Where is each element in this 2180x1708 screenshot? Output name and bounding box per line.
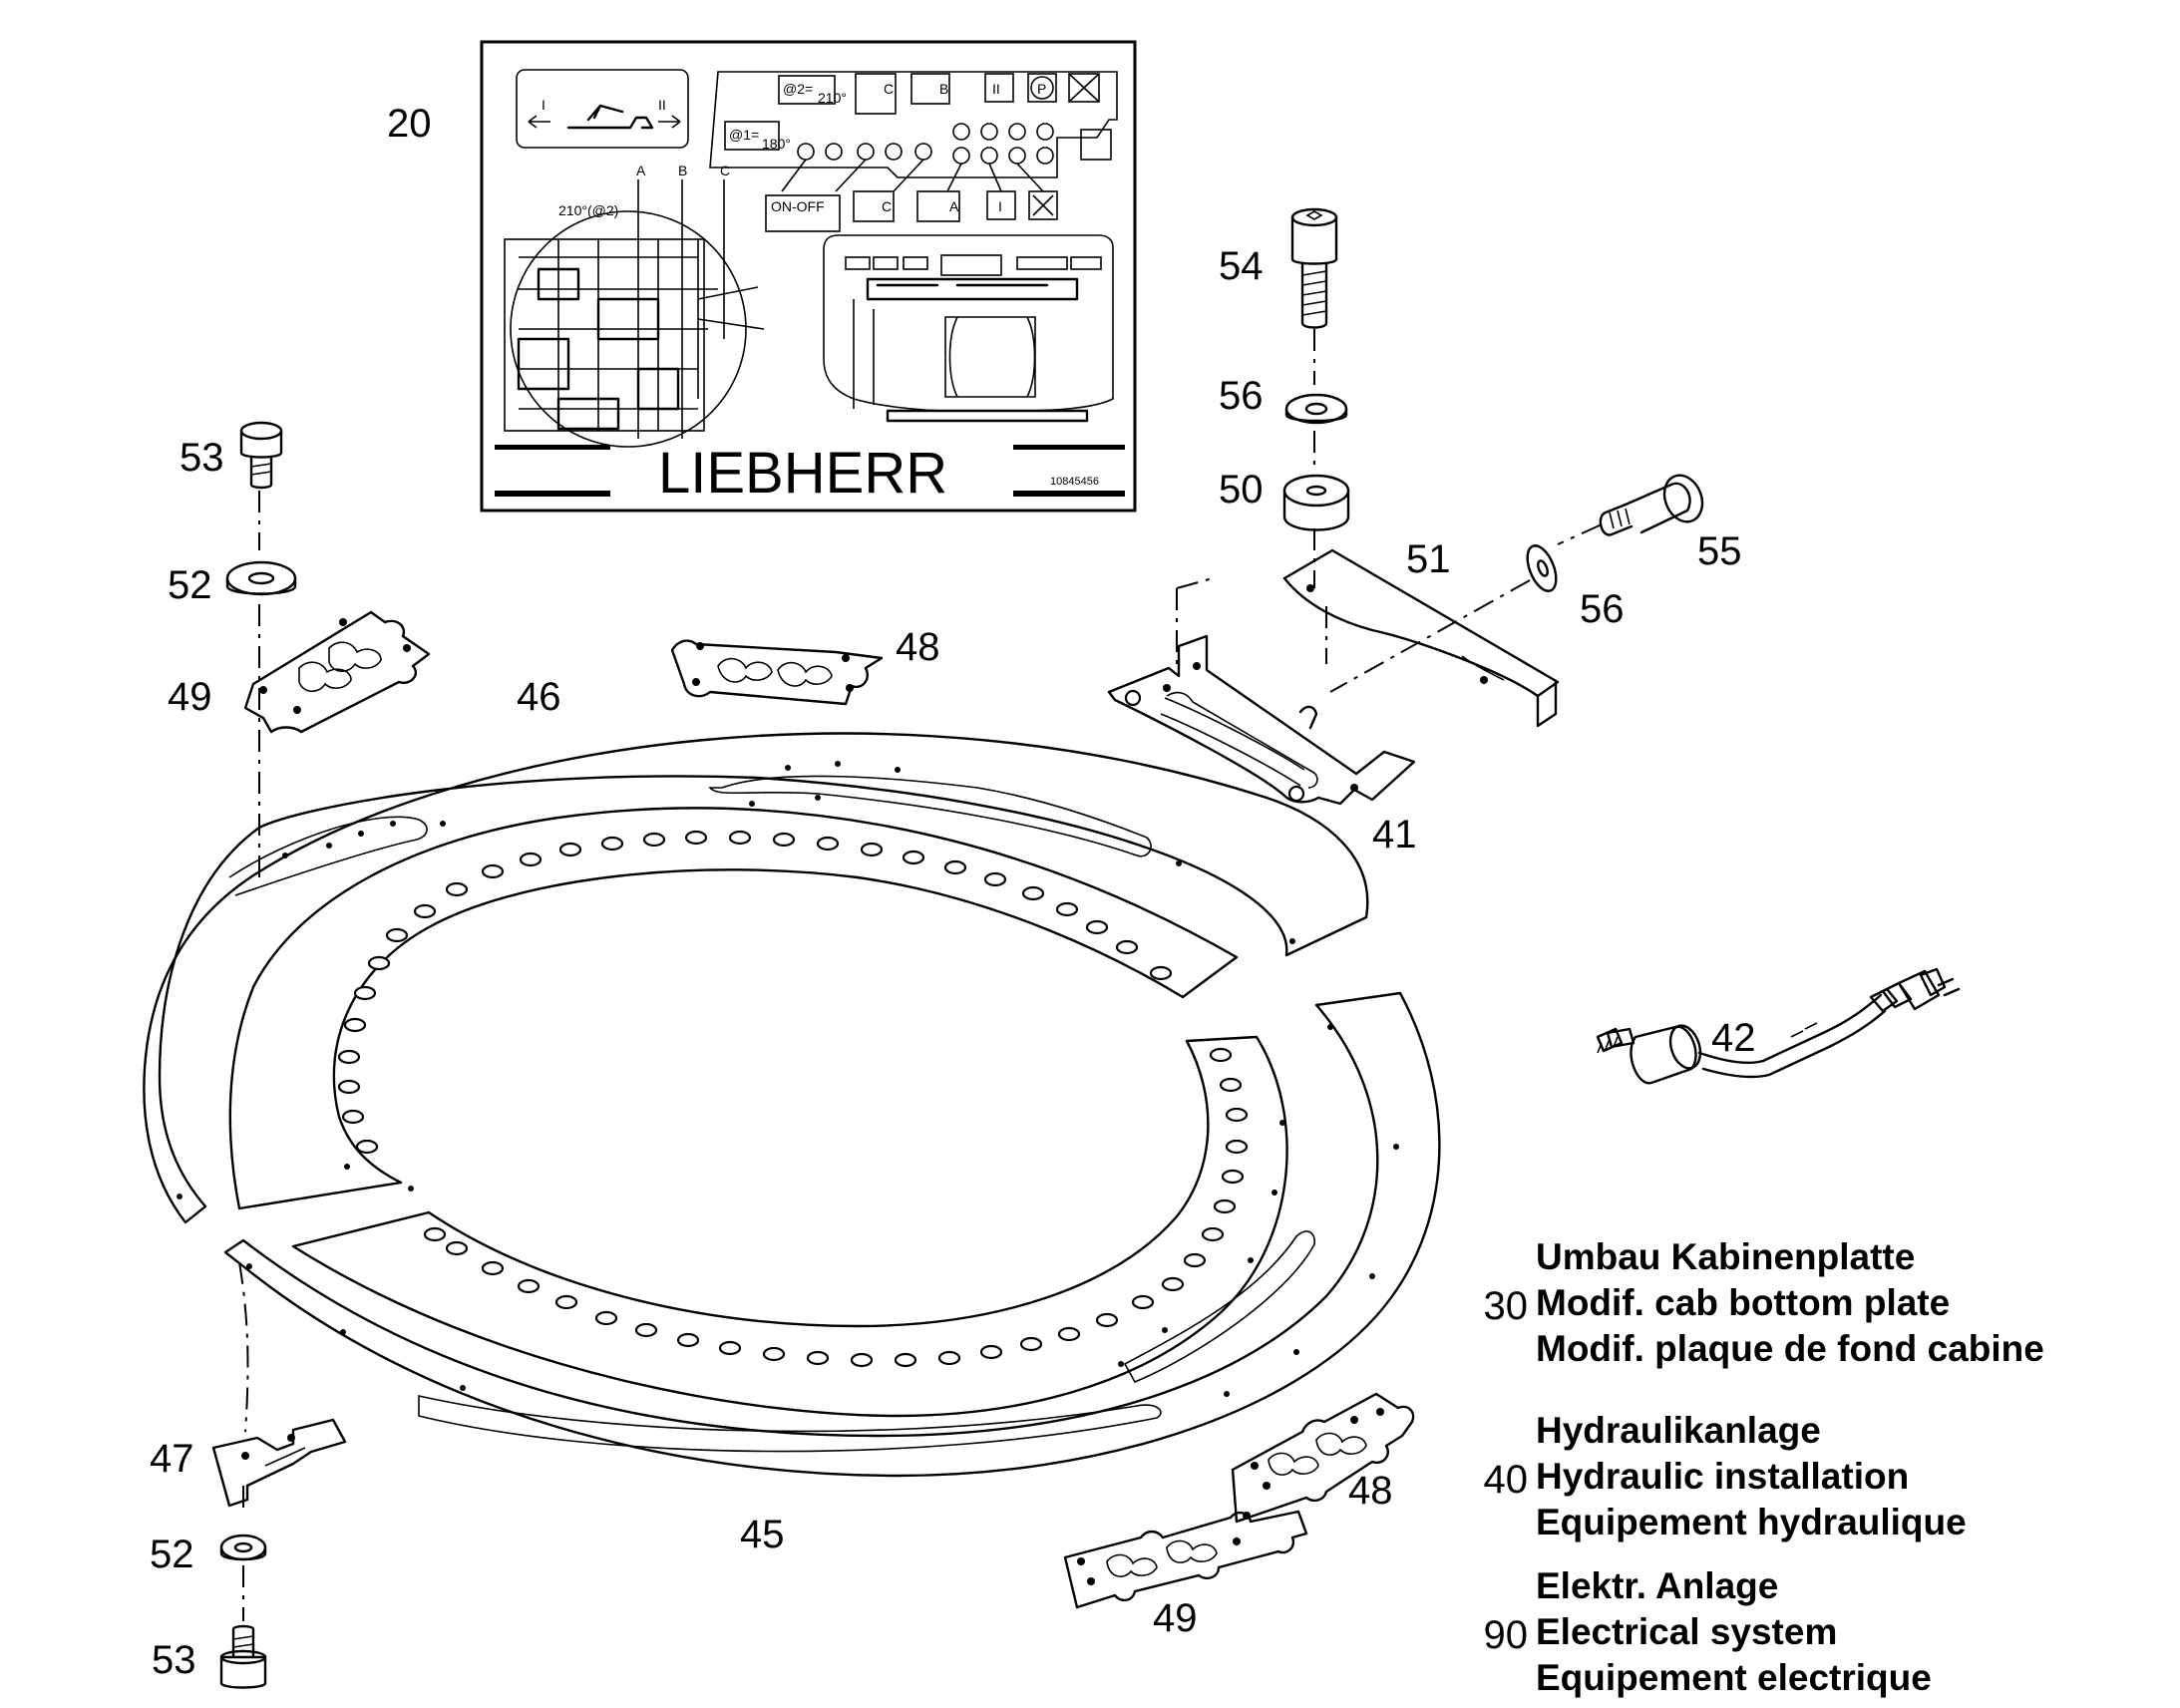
bolt-54 [1290, 207, 1338, 329]
brand-name: LIEBHERR [658, 441, 947, 506]
svg-text:A: A [636, 163, 646, 178]
washer-56-upper [1284, 393, 1348, 425]
svg-text:I: I [998, 198, 1002, 214]
callout-42: 42 [1711, 1016, 1756, 1060]
legend-line-fr: Equipement hydraulique [1536, 1502, 1967, 1542]
bolt-53-lower [219, 1624, 267, 1689]
decal-panel: I II @2= 210° @1= 180° C B II P ON-OFF [480, 40, 1137, 512]
svg-text:C: C [884, 81, 894, 97]
svg-text:210°: 210° [818, 90, 847, 106]
callout-20: 20 [387, 102, 432, 146]
legend-line-de: Elektr. Anlage [1536, 1565, 1779, 1606]
ring-plate-45 [223, 991, 1441, 1478]
callout-56-side: 56 [1580, 587, 1625, 631]
callout-55: 55 [1697, 529, 1742, 573]
legend-line-en: Hydraulic installation [1536, 1456, 1910, 1497]
callout-51: 51 [1406, 537, 1451, 581]
legend-line-de: Umbau Kabinenplatte [1536, 1236, 1916, 1277]
callout-53-lower: 53 [152, 1638, 196, 1682]
decal-part-number: 10845456 [1050, 476, 1099, 488]
clip-47 [211, 1418, 347, 1508]
excavator-icon [566, 104, 654, 130]
legend-line-fr: Equipement electrique [1536, 1657, 1932, 1698]
shim-48-upper [670, 639, 884, 706]
legend-line-en: Electrical system [1536, 1611, 1838, 1652]
svg-text:C: C [882, 198, 892, 214]
pressure-sensor-42 [1596, 967, 1961, 1085]
callout-46: 46 [517, 675, 561, 719]
svg-text:@2=: @2= [783, 81, 813, 97]
callout-41: 41 [1372, 813, 1417, 856]
screw-55 [1599, 474, 1704, 536]
washer-56-side [1526, 544, 1558, 592]
svg-text:B: B [678, 163, 687, 178]
callout-56-upper: 56 [1219, 374, 1264, 418]
callout-labels: 20 54 56 50 51 55 56 53 52 49 48 46 41 4… [150, 102, 1756, 1682]
ring-plate-46 [143, 732, 1369, 1224]
washer-52-upper [225, 560, 297, 596]
shim-49-lower [1063, 1510, 1308, 1609]
callout-49-lower: 49 [1153, 1596, 1198, 1640]
dir-right-label: II [658, 97, 666, 113]
plate-dots [177, 761, 1399, 1397]
callout-52-upper: 52 [168, 563, 212, 607]
callout-48-lower: 48 [1348, 1469, 1393, 1513]
bolt-53-upper [239, 421, 283, 490]
legend-number: 90 [1483, 1613, 1529, 1657]
callout-53-upper: 53 [180, 436, 224, 480]
callout-47: 47 [150, 1437, 194, 1481]
legend-line-en: Modif. cab bottom plate [1536, 1282, 1951, 1323]
callout-48-upper: 48 [896, 625, 940, 669]
svg-text:180°: 180° [762, 136, 791, 152]
bushing-50 [1282, 474, 1350, 531]
shim-49-upper [243, 610, 431, 734]
callout-52-lower: 52 [150, 1533, 194, 1576]
on-off-label: ON-OFF [771, 198, 825, 214]
callout-54: 54 [1219, 244, 1264, 288]
callout-50: 50 [1219, 468, 1264, 512]
svg-text:P: P [1037, 81, 1046, 97]
svg-text:B: B [939, 81, 948, 97]
svg-text:C: C [720, 163, 730, 178]
legend-line-fr: Modif. plaque de fond cabine [1536, 1328, 2044, 1369]
bracket-51 [1282, 548, 1560, 728]
ring-holes [337, 830, 1249, 1368]
washer-52-lower [219, 1534, 267, 1561]
shim-48-lower [1231, 1392, 1415, 1524]
svg-text:A: A [949, 198, 959, 214]
dir-left-label: I [542, 97, 545, 113]
callout-45: 45 [740, 1513, 785, 1556]
legend-number: 30 [1483, 1284, 1529, 1328]
svg-text:II: II [992, 81, 1000, 97]
callout-49-upper: 49 [168, 675, 212, 719]
legend-line-de: Hydraulikanlage [1536, 1410, 1821, 1451]
legend-number: 40 [1483, 1458, 1529, 1502]
bracket-41 [1107, 634, 1416, 806]
svg-text:210°(@2): 210°(@2) [558, 202, 618, 218]
svg-text:@1=: @1= [729, 127, 759, 143]
